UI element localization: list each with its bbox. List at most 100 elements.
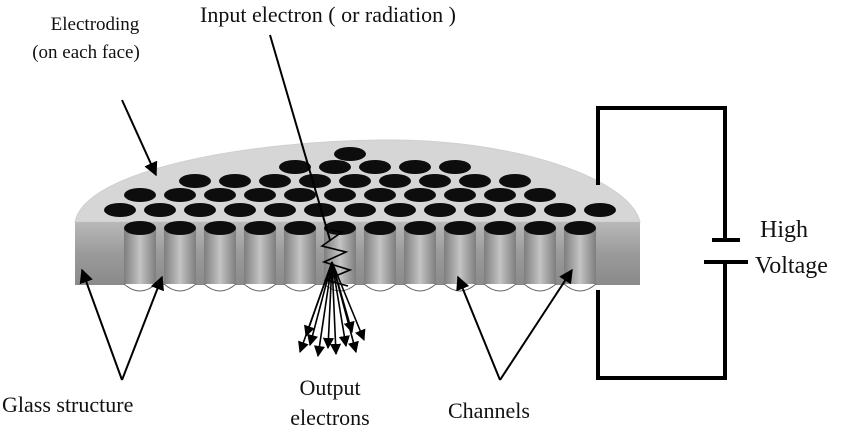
channel-column <box>444 228 476 284</box>
output-electron-arrows <box>298 261 366 358</box>
channel-hole <box>224 203 256 217</box>
channel-hole <box>124 188 156 202</box>
channel-opening <box>403 283 437 292</box>
channel-hole <box>124 221 156 235</box>
input-electron-line <box>269 34 331 241</box>
channel-column <box>124 228 156 284</box>
channel-hole <box>364 188 396 202</box>
channel-column <box>484 228 516 284</box>
channel-opening <box>203 283 237 292</box>
output-electron-arrow <box>329 261 342 356</box>
channel-opening <box>443 283 477 292</box>
channel-hole <box>244 188 276 202</box>
channel-hole <box>284 188 316 202</box>
channel-column <box>364 228 396 284</box>
output-electron-arrow <box>304 261 333 338</box>
glass-structure-label: Glass structure <box>2 392 133 417</box>
channel-hole <box>524 188 556 202</box>
channels-arrow-right <box>499 268 573 381</box>
channel-hole <box>104 203 136 217</box>
electroding-arrow <box>121 99 158 177</box>
channel-columns <box>124 228 596 284</box>
channel-hole <box>444 188 476 202</box>
channel-hole <box>184 203 216 217</box>
channel-hole <box>164 188 196 202</box>
channel-opening <box>283 283 317 292</box>
channel-column <box>524 228 556 284</box>
output-label: Output <box>299 375 360 400</box>
channel-bottom-openings <box>123 283 597 292</box>
high-voltage-circuit <box>596 106 727 380</box>
channel-hole <box>319 160 351 174</box>
channel-hole <box>499 174 531 188</box>
output-electron-arrow <box>313 261 333 358</box>
channel-hole <box>424 203 456 217</box>
high-label: High <box>760 217 808 243</box>
channel-hole <box>339 174 371 188</box>
electrons-label: electrons <box>290 405 369 430</box>
channel-hole <box>219 174 251 188</box>
channel-hole <box>439 160 471 174</box>
channel-hole <box>364 221 396 235</box>
channel-hole <box>584 203 616 217</box>
channel-hole <box>404 221 436 235</box>
channel-hole <box>204 188 236 202</box>
channel-opening <box>123 283 157 292</box>
channel-opening <box>163 283 197 292</box>
channel-hole <box>259 174 291 188</box>
input-electron-label: Input electron ( or radiation ) <box>200 2 456 27</box>
channel-hole <box>399 160 431 174</box>
channel-hole <box>459 174 491 188</box>
channel-hole <box>284 221 316 235</box>
channel-hole <box>564 221 596 235</box>
channel-hole <box>244 221 276 235</box>
channels-arrow-left <box>456 275 501 381</box>
channel-hole <box>379 174 411 188</box>
channel-hole <box>544 203 576 217</box>
channel-column <box>204 228 236 284</box>
channel-hole <box>444 221 476 235</box>
channel-hole <box>204 221 236 235</box>
output-electron-arrow <box>331 261 366 342</box>
channel-hole <box>304 203 336 217</box>
channel-hole <box>179 174 211 188</box>
channel-hole <box>144 203 176 217</box>
channel-hole <box>324 221 356 235</box>
channel-hole <box>524 221 556 235</box>
channel-hole <box>334 147 366 161</box>
channel-column <box>244 228 276 284</box>
channels-label: Channels <box>448 398 530 423</box>
output-electron-arrow <box>331 261 355 334</box>
channel-hole <box>344 203 376 217</box>
channel-hole <box>264 203 296 217</box>
channel-opening <box>363 283 397 292</box>
channel-hole <box>484 188 516 202</box>
channel-hole <box>464 203 496 217</box>
channel-column <box>164 228 196 284</box>
glass-structure-arrow-left <box>79 268 123 381</box>
channel-column <box>284 228 316 284</box>
channel-hole <box>384 203 416 217</box>
channel-hole <box>504 203 536 217</box>
voltage-label: Voltage <box>755 253 828 279</box>
channel-opening <box>523 283 557 292</box>
channel-hole <box>359 160 391 174</box>
channel-hole <box>164 221 196 235</box>
channel-opening <box>563 283 597 292</box>
output-electron-arrow <box>322 261 335 350</box>
channel-column <box>404 228 436 284</box>
channel-hole <box>404 188 436 202</box>
channel-hole <box>419 174 451 188</box>
channel-opening <box>483 283 517 292</box>
glass-structure-arrow-right <box>121 275 164 381</box>
output-electron-arrow <box>331 261 350 348</box>
channel-hole <box>324 188 356 202</box>
channel-hole <box>484 221 516 235</box>
channel-opening <box>243 283 277 292</box>
channel-holes <box>104 147 616 235</box>
electroding-sublabel: (on each face) <box>32 42 140 63</box>
channel-hole <box>299 174 331 188</box>
channel-hole <box>279 160 311 174</box>
electroding-label: Electroding <box>51 14 140 35</box>
